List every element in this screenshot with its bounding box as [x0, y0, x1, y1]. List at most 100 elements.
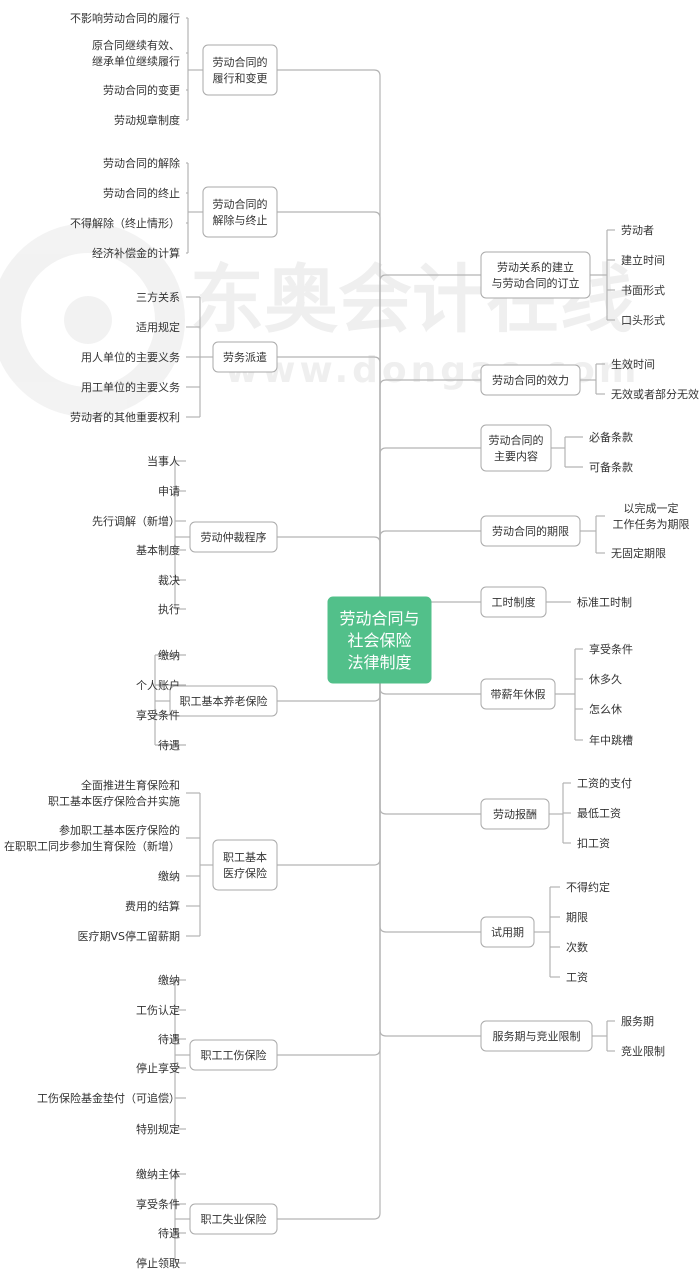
root-node	[327, 596, 432, 684]
left-branch-2-leaf-3-text: 不得解除（终止情形）	[70, 216, 180, 230]
left-branch-7-text: 职工工伤保险	[201, 1048, 267, 1062]
left-branch-7-connector	[277, 683, 381, 1056]
left-branch-1-text: 履行和变更	[213, 71, 268, 85]
watermark-logo-ring	[0, 223, 185, 417]
left-branch-4-leaf-1-text: 当事人	[147, 454, 180, 468]
left-branch-8-leaf-4-text: 停止领取	[136, 1256, 180, 1270]
left-branch-7-leaf-1-text: 缴纳	[158, 973, 180, 987]
left-branch-6-box	[212, 839, 278, 891]
right-branch-9-connector	[379, 683, 481, 1037]
right-branch-9-text: 服务期与竞业限制	[493, 1029, 581, 1043]
right-branch-2-connector	[379, 379, 481, 597]
right-branch-7-connector	[379, 683, 481, 815]
left-branch-6-leaf-2-text: 在职职工同步参加生育保险（新增）	[4, 839, 180, 853]
right-branch-1-leaf-1-text: 劳动者	[621, 224, 654, 237]
left-branch-3-leaf-5-text: 劳动者的其他重要权利	[70, 410, 180, 424]
right-branch-8-leaf-1-text: 不得约定	[566, 880, 610, 894]
right-branch-6-leaf-4-text: 年中跳槽	[589, 733, 633, 747]
right-branch-3-leaf-1-text: 必备条款	[589, 430, 633, 444]
right-branch-1-box	[480, 251, 591, 299]
left-branch-6-text: 职工基本	[223, 850, 267, 864]
left-branch-4-leaf-5-text: 裁决	[158, 574, 180, 587]
right-branch-8-leaf-2-text: 期限	[566, 911, 588, 924]
right-branch-5-box	[480, 586, 547, 618]
left-branch-4-text: 劳动仲裁程序	[201, 530, 267, 544]
root-node-text: 法律制度	[347, 653, 411, 672]
right-branch-7-leaf-1-text: 工资的支付	[577, 776, 632, 790]
left-branch-3-box	[212, 341, 278, 373]
left-branch-7-leaf-6-text: 特别规定	[136, 1122, 180, 1136]
left-branch-7-leaf-2-text: 工伤认定	[136, 1003, 180, 1017]
right-branch-5-leaf-1-text: 标准工时制	[577, 595, 632, 609]
right-branch-3-text: 劳动合同的	[489, 433, 544, 447]
left-branch-1-leaf-2-text: 原合同继续有效、	[92, 38, 180, 52]
right-branch-6-leaf-2-text: 休多久	[589, 672, 622, 686]
left-branch-3-text: 劳务派遣	[223, 350, 267, 364]
left-branch-7-leaf-4-text: 停止享受	[136, 1061, 180, 1075]
left-branch-1-text: 劳动合同的	[213, 55, 268, 69]
left-branch-3-leaf-3-text: 用人单位的主要义务	[81, 350, 180, 364]
left-branch-1-leaf-2-text: 继承单位继续履行	[92, 54, 180, 68]
left-branch-8-connector	[277, 683, 381, 1220]
right-branch-9-leaf-1-text: 服务期	[621, 1015, 654, 1028]
right-branch-1-leaf-3-text: 书面形式	[621, 284, 665, 297]
right-branch-7-leaf-3-text: 扣工资	[577, 836, 610, 850]
right-branch-6-connector	[379, 683, 481, 695]
right-branch-8-leaf-3-text: 次数	[566, 940, 588, 954]
right-branch-8-text: 试用期	[491, 926, 524, 939]
left-branch-5-box	[169, 685, 278, 717]
right-branch-2-leaf-1-text: 生效时间	[611, 357, 655, 371]
left-branch-5-text: 职工基本养老保险	[180, 694, 268, 708]
left-branch-5-leaf-3-text: 享受条件	[136, 708, 180, 722]
right-branch-2-box	[480, 364, 581, 396]
right-branch-8-connector	[379, 683, 481, 933]
right-branch-8-leaf-4-text: 工资	[566, 971, 588, 984]
right-branch-4-box	[480, 515, 581, 547]
right-branch-1-text: 劳动关系的建立	[497, 260, 574, 274]
left-branch-4-leaf-4-text: 基本制度	[136, 543, 180, 557]
root-node-text: 劳动合同与	[339, 609, 419, 628]
right-branch-5-text: 工时制度	[492, 595, 536, 609]
left-branch-3-leaf-2-text: 适用规定	[136, 320, 180, 334]
right-branch-7-box	[480, 798, 550, 830]
right-branch-8-box	[480, 916, 535, 948]
right-branch-1-connector	[379, 274, 481, 597]
right-branch-6-leaf-3-text: 怎么休	[589, 702, 622, 716]
left-branch-8-leaf-3-text: 待遇	[158, 1226, 180, 1240]
right-branch-3-leaf-2-text: 可备条款	[589, 460, 633, 474]
left-branch-1-leaf-3-text: 劳动合同的变更	[103, 83, 180, 97]
right-branch-6-box	[480, 678, 556, 710]
left-branch-6-leaf-5-text: 医疗期VS停工留薪期	[77, 929, 180, 943]
left-branch-6-leaf-4-text: 费用的结算	[125, 899, 180, 913]
right-branch-3-box	[480, 424, 552, 472]
left-branch-2-leaf-1-text: 劳动合同的解除	[103, 156, 180, 170]
left-branch-8-box	[189, 1203, 278, 1235]
left-branch-1-connector	[277, 69, 381, 597]
left-branch-4-leaf-2-text: 申请	[158, 485, 180, 498]
right-branch-4-text: 劳动合同的期限	[492, 524, 569, 538]
left-branch-2-connector	[277, 211, 381, 597]
root-node-text: 社会保险	[347, 631, 411, 650]
left-branch-7-box	[189, 1039, 278, 1071]
left-branch-6-leaf-1-text: 全面推进生育保险和	[81, 778, 180, 792]
left-branch-8-leaf-2-text: 享受条件	[136, 1197, 180, 1211]
nodes: 劳动合同的履行和变更不影响劳动合同的履行原合同继续有效、继承单位继续履行劳动合同…	[4, 11, 699, 1270]
left-branch-8-leaf-1-text: 缴纳主体	[136, 1167, 180, 1181]
right-branch-4-leaf-1-text: 以完成一定	[624, 501, 679, 515]
left-branch-4-leaf-3-text: 先行调解（新增）	[92, 514, 180, 528]
left-branch-6-leaf-2-text: 参加职工基本医疗保险的	[59, 823, 180, 837]
left-branch-6-leaf-3-text: 缴纳	[158, 869, 180, 883]
left-branch-1-leaf-1-text: 不影响劳动合同的履行	[70, 11, 180, 25]
left-branch-4-leaf-6-text: 执行	[158, 602, 180, 616]
left-branch-3-leaf-4-text: 用工单位的主要义务	[81, 380, 180, 394]
left-branch-2-text: 劳动合同的	[213, 197, 268, 211]
right-branch-3-text: 主要内容	[494, 449, 538, 463]
right-branch-1-leaf-2-text: 建立时间	[621, 253, 665, 267]
left-branch-6-leaf-1-text: 职工基本医疗保险合并实施	[48, 794, 180, 808]
right-branch-9-leaf-2-text: 竞业限制	[621, 1044, 665, 1058]
right-branch-4-leaf-2-text: 无固定期限	[611, 546, 666, 560]
left-branch-1-box	[202, 44, 278, 96]
right-branch-3-connector	[379, 447, 481, 597]
left-branch-5-leaf-1-text: 缴纳	[158, 648, 180, 662]
